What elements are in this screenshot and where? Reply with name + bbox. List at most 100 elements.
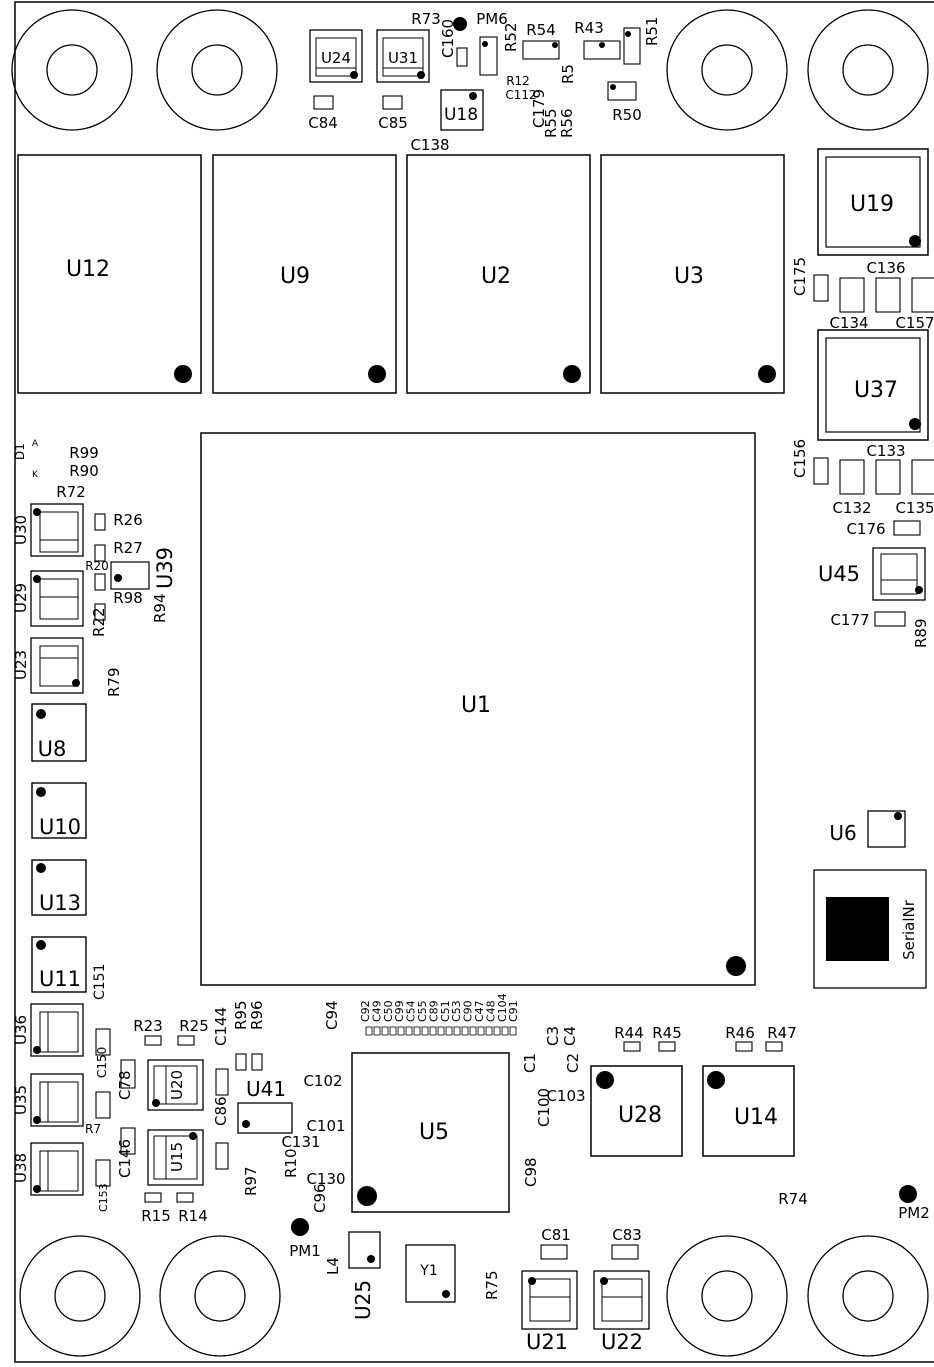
- regulator-U45: U45: [818, 547, 926, 601]
- label-c4: C4: [561, 1026, 579, 1046]
- chip-U11: U11: [31, 936, 87, 993]
- mounting-hole-bottom-2: [159, 1235, 281, 1357]
- regulator-U22: U22: [593, 1270, 650, 1354]
- label-c104: C104: [496, 993, 509, 1022]
- label-r23: R23: [133, 1017, 163, 1035]
- cap-array: [365, 1026, 517, 1036]
- label-c157: C157: [895, 314, 934, 332]
- label-r89: R89: [912, 618, 930, 648]
- label-r73: R73: [411, 10, 441, 28]
- label-r97: R97: [242, 1166, 260, 1196]
- serial-number-label: SerialNr: [900, 899, 918, 960]
- label-c55: C55: [416, 1000, 429, 1022]
- label-r99: R99: [69, 444, 99, 462]
- regulator-U20: U20: [147, 1059, 204, 1111]
- label-c133: C133: [866, 442, 905, 460]
- label-c1: C1: [521, 1053, 539, 1073]
- label-c100: C100: [535, 1088, 553, 1127]
- label-r54: R54: [526, 21, 556, 39]
- label-r95: R95: [232, 1000, 250, 1030]
- label-c132: C132: [832, 499, 871, 517]
- label-k: K: [32, 470, 39, 480]
- power-module-U37-label: U37: [854, 378, 898, 403]
- label-c92: C92: [359, 1000, 372, 1022]
- label-c99: C99: [393, 1000, 406, 1022]
- regulator-U36: U36: [12, 1003, 84, 1057]
- label-r46: R46: [725, 1024, 755, 1042]
- label-c89: C89: [427, 1000, 440, 1022]
- label-c2: C2: [564, 1053, 582, 1073]
- chip-U10-label: U10: [39, 815, 81, 839]
- regulator-U31: U31: [376, 29, 430, 83]
- mounting-hole-bottom-4: [807, 1235, 929, 1357]
- mounting-hole-top-2: [156, 9, 278, 131]
- regulator-U24: U24: [309, 29, 363, 83]
- regulator-U21: U21: [521, 1270, 578, 1354]
- label-r12: R12: [506, 74, 530, 88]
- crystal-Y1-label: Y1: [419, 1263, 437, 1279]
- label-c138: C138: [410, 136, 449, 154]
- label-c85: C85: [378, 114, 408, 132]
- label-c54: C54: [405, 1000, 418, 1022]
- chip-U25-label: U25: [351, 1280, 375, 1320]
- crystal-Y1: Y1: [405, 1244, 456, 1303]
- label-d1: D1: [13, 443, 27, 460]
- label-c102: C102: [303, 1072, 342, 1090]
- label-pm1: PM1: [289, 1242, 321, 1260]
- mounting-hole-top-4: [807, 9, 929, 131]
- label-c153: C153: [97, 1183, 110, 1212]
- label-r94: R94: [151, 593, 169, 623]
- label-l4: L4: [324, 1257, 342, 1275]
- label-r72: R72: [56, 483, 86, 501]
- label-pm2: PM2: [898, 1204, 930, 1222]
- label-c135: C135: [895, 499, 934, 517]
- regulator-U24-label: U24: [321, 49, 351, 67]
- label-a: A: [32, 439, 39, 449]
- label-c101: C101: [306, 1117, 345, 1135]
- mounting-holes: [11, 9, 929, 1357]
- mounting-hole-top-1: [11, 9, 133, 131]
- label-r44: R44: [614, 1024, 644, 1042]
- label-c131: C131: [281, 1133, 320, 1151]
- chip-U1-label: U1: [461, 693, 491, 718]
- regulator-U23-label: U23: [12, 650, 30, 680]
- label-r15: R15: [141, 1207, 171, 1225]
- chip-U18-label: U18: [444, 105, 478, 125]
- mounting-hole-bottom-1: [19, 1235, 141, 1357]
- label-c177: C177: [830, 611, 869, 629]
- regulator-U30: U30: [12, 503, 84, 557]
- label-r79: R79: [105, 667, 123, 697]
- chip-U12: U12: [17, 154, 202, 394]
- label-c175: C175: [791, 257, 809, 296]
- label-c176: C176: [846, 520, 885, 538]
- label-r47: R47: [767, 1024, 797, 1042]
- regulator-U36-label: U36: [12, 1015, 30, 1045]
- power-module-U19-label: U19: [850, 192, 894, 217]
- label-r25: R25: [179, 1017, 209, 1035]
- chip-U3: U3: [600, 154, 785, 394]
- label-c83: C83: [612, 1226, 642, 1244]
- regulator-U21-label: U21: [526, 1330, 568, 1354]
- mounting-hole-bottom-3: [666, 1235, 788, 1357]
- regulator-U31-label: U31: [388, 49, 418, 67]
- label-c136: C136: [866, 259, 905, 277]
- label-c94: C94: [323, 1000, 341, 1030]
- label-c86: C86: [212, 1096, 230, 1126]
- regulator-U20-label: U20: [168, 1070, 186, 1100]
- chip-U2: U2: [406, 154, 591, 394]
- passive-footprints: [94, 27, 934, 1260]
- regulator-U29-label: U29: [12, 583, 30, 613]
- regulator-U35-label: U35: [12, 1085, 30, 1115]
- label-c150: C150: [95, 1047, 109, 1078]
- chip-U10: U10: [31, 782, 87, 839]
- label-c48: C48: [484, 1000, 497, 1022]
- label-c51: C51: [439, 1000, 452, 1022]
- regulator-U29: U29: [12, 570, 84, 627]
- power-module-U19: U19: [817, 148, 929, 256]
- regulator-U45-label: U45: [818, 562, 860, 586]
- regulator-U22-label: U22: [601, 1330, 643, 1354]
- label-c49: C49: [370, 1000, 383, 1022]
- regulator-U38-label: U38: [12, 1153, 30, 1183]
- label-c91: C91: [507, 1000, 520, 1022]
